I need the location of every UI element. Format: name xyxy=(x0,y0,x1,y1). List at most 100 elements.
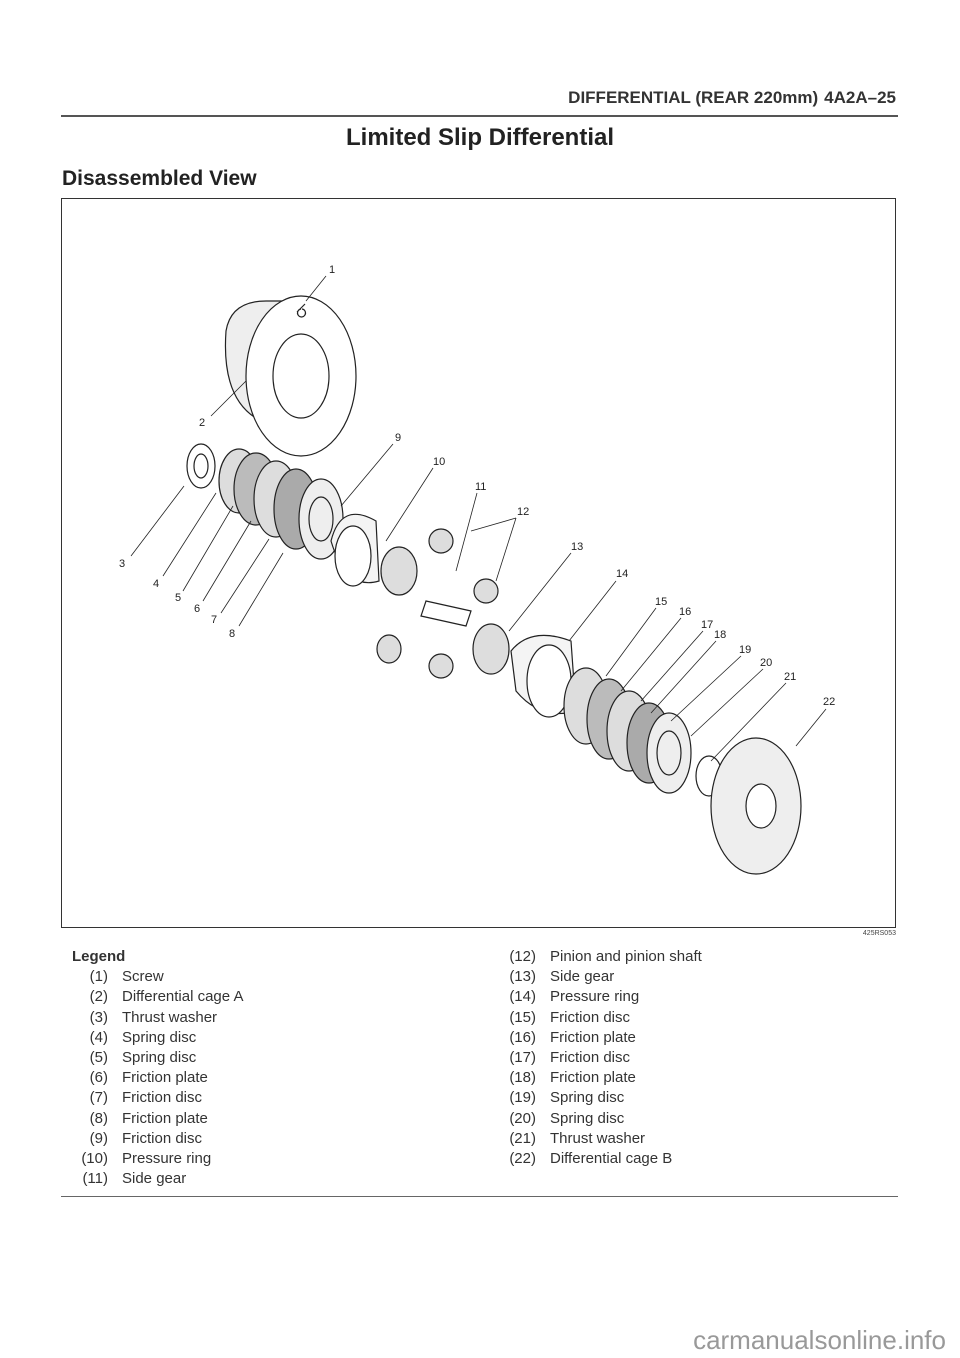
legend-item-label: Friction disc xyxy=(122,1129,203,1147)
legend-item-number: (13) xyxy=(509,968,536,986)
legend-item-label: Pinion and pinion shaft xyxy=(550,948,702,965)
legend-item: (21) Thrust washer xyxy=(492,1129,702,1149)
legend-item-label: Differential cage A xyxy=(122,988,244,1006)
callout-labels: 1 2 3 4 5 6 7 8 9 10 11 12 13 14 15 16 1… xyxy=(119,264,835,708)
legend-right: (12) Pinion and pinion shaft (13) Side gear… xyxy=(492,947,702,1169)
figure-id: 425RS053 xyxy=(862,930,896,937)
legend-item-number: (2) xyxy=(89,988,108,1006)
legend-item-label: Friction disc xyxy=(550,1049,631,1067)
legend-item: (12) Pinion and pinion shaft xyxy=(492,947,702,967)
legend-item: (22) Differential cage B xyxy=(492,1149,702,1169)
legend-item: (17) Friction disc xyxy=(492,1048,702,1068)
callout-22: 22 xyxy=(823,696,835,708)
legend-item-label: Friction plate xyxy=(550,1069,636,1087)
gear-set xyxy=(376,528,510,679)
legend-item: (1) Screw xyxy=(64,967,243,987)
legend-item: (15) Friction disc xyxy=(492,1008,702,1028)
callout-17: 17 xyxy=(701,619,713,631)
callout-11: 11 xyxy=(475,481,486,493)
legend-item-label: Thrust washer xyxy=(122,1008,218,1026)
diagram-drawing: 1 2 3 4 5 6 7 8 9 10 11 12 13 14 15 16 1… xyxy=(119,264,835,875)
legend-item-label: Friction plate xyxy=(122,1069,208,1087)
footer-rule xyxy=(61,1196,898,1197)
legend-item-number: (10) xyxy=(81,1150,108,1168)
legend-item-number: (14) xyxy=(509,988,536,1006)
callout-18: 18 xyxy=(714,629,726,641)
legend-item-label: Differential cage B xyxy=(550,1150,673,1168)
legend-item-label: Spring disc xyxy=(122,1049,197,1067)
legend-item-label: Side gear xyxy=(122,1170,187,1188)
legend-item-label: Friction disc xyxy=(550,1008,631,1026)
page-header: DIFFERENTIAL (REAR 220mm) 4A2A–25 xyxy=(562,88,896,108)
legend-item-label: Pressure ring xyxy=(550,988,640,1006)
callout-12: 12 xyxy=(517,506,529,518)
watermark: carmanualsonline.info xyxy=(693,1325,946,1355)
cage-a-part xyxy=(224,295,357,457)
legend-item-number: (15) xyxy=(509,1008,536,1026)
callout-1: 1 xyxy=(329,264,335,276)
right-disc-stack xyxy=(510,634,802,875)
legend-heading: Legend xyxy=(72,948,126,965)
legend-item-label: Pressure ring xyxy=(122,1150,212,1168)
legend-item-number: (21) xyxy=(509,1129,536,1147)
callout-3: 3 xyxy=(119,558,125,570)
legend-item-label: Friction plate xyxy=(550,1028,636,1046)
legend-item-number: (20) xyxy=(509,1109,536,1127)
legend-item-number: (17) xyxy=(509,1049,536,1067)
callout-7: 7 xyxy=(211,614,217,626)
legend-item: (7)Friction disc xyxy=(64,1088,243,1108)
legend-item: (4) Spring disc xyxy=(64,1028,243,1048)
legend-item-label: Side gear xyxy=(550,968,615,986)
legend-item-label: Thrust washer xyxy=(550,1129,646,1147)
legend-item: (19) Spring disc xyxy=(492,1088,702,1108)
legend-left: Legend (1) Screw (2) Differential cage A (3)… xyxy=(64,947,243,1189)
legend-item-label: Friction plate xyxy=(122,1109,208,1127)
legend-item-number: (19) xyxy=(509,1089,536,1107)
legend-item: (3) Thrust washer xyxy=(64,1008,243,1028)
page-number: 4A2A–25 xyxy=(824,88,896,107)
callout-5: 5 xyxy=(175,592,181,604)
legend-item-label: Spring disc xyxy=(122,1028,197,1046)
legend-item-label: Spring disc xyxy=(550,1109,625,1127)
page-title: Limited Slip Differential xyxy=(345,124,615,151)
callout-15: 15 xyxy=(655,596,667,608)
legend-item: (10) Pressure ring xyxy=(64,1149,243,1169)
callout-4: 4 xyxy=(153,578,159,590)
legend-item-number: (12) xyxy=(509,948,536,965)
legend-item-number: (22) xyxy=(509,1150,536,1168)
callout-9: 9 xyxy=(395,432,401,444)
legend-item: (5) Spring disc xyxy=(64,1048,243,1068)
legend-item-label: Screw xyxy=(122,968,164,986)
legend-item-number: (18) xyxy=(509,1069,536,1087)
callout-14: 14 xyxy=(616,568,628,580)
callout-20: 20 xyxy=(760,657,772,669)
legend-item-number: (16) xyxy=(509,1028,536,1046)
legend-item: (20) Spring disc xyxy=(492,1109,702,1129)
legend-item-number: (4) xyxy=(89,1028,108,1046)
legend-item: (2) Differential cage A xyxy=(64,987,244,1007)
legend-item-number: (9) xyxy=(89,1129,108,1147)
legend-item: (11) Side gear xyxy=(64,1169,243,1189)
left-disc-stack xyxy=(186,443,380,587)
legend-item: (9) Friction disc xyxy=(64,1129,243,1149)
callout-10: 10 xyxy=(433,456,445,468)
exploded-diagram: 1 2 3 4 5 6 7 8 9 10 11 12 13 14 15 16 1… xyxy=(61,198,896,928)
callout-6: 6 xyxy=(194,603,200,615)
legend-item-number: (3) xyxy=(89,1008,108,1026)
callout-16: 16 xyxy=(679,606,691,618)
callout-8: 8 xyxy=(229,628,235,640)
legend-item-number: (1) xyxy=(89,968,108,986)
legend-item: (14) Pressure ring xyxy=(492,987,702,1007)
section-subtitle: Disassembled View xyxy=(62,167,257,190)
legend-item: (6)Friction plate xyxy=(64,1068,243,1088)
callout-13: 13 xyxy=(571,541,583,553)
legend-item-number: (11) xyxy=(82,1170,108,1188)
section-title: DIFFERENTIAL (REAR 220mm) xyxy=(568,88,819,107)
legend-item-number: (5) xyxy=(89,1049,108,1067)
leader-lines xyxy=(130,275,827,762)
header-rule xyxy=(61,115,898,117)
legend-item-label: Spring disc xyxy=(550,1089,625,1107)
legend-item: (8)Friction plate xyxy=(64,1109,243,1129)
legend-item: (18) Friction plate xyxy=(492,1068,702,1088)
legend-item: (16) Friction plate xyxy=(492,1028,702,1048)
